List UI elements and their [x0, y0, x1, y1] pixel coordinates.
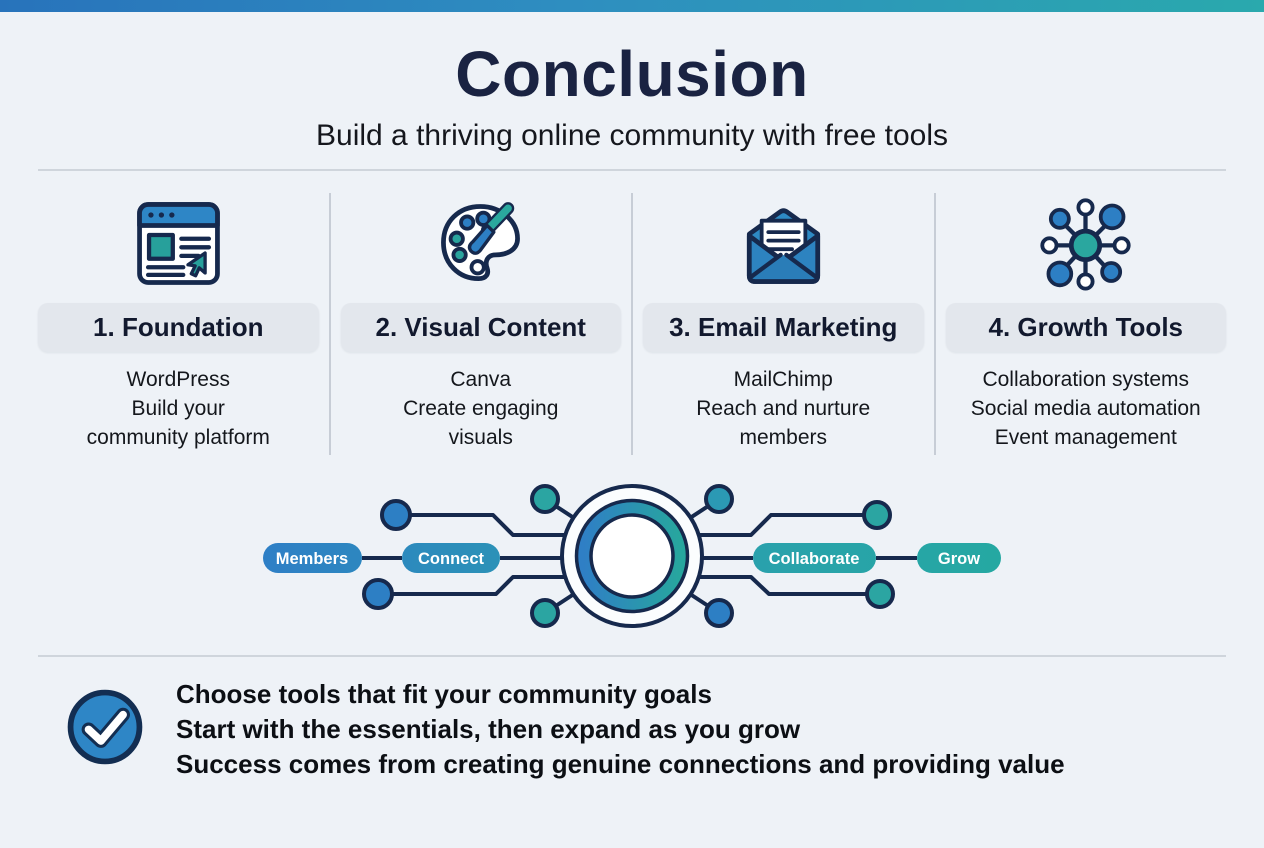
flow-labels: Members Connect Collaborate Grow [263, 542, 1001, 573]
tool-line: members [739, 425, 828, 449]
tool-name: Canva [450, 367, 512, 391]
footer-divider [38, 654, 1226, 657]
key-takeaways: Choose tools that fit your community goa… [0, 657, 1264, 782]
grow-label: Grow [938, 550, 980, 568]
tool-line: Event management [994, 425, 1177, 449]
column-description: Collaboration systems Social media autom… [936, 365, 1237, 452]
column-foundation: 1. Foundation WordPress Build your commu… [28, 193, 329, 455]
tool-line: Collaboration systems [982, 367, 1190, 391]
members-label: Members [276, 550, 348, 568]
checkmark-icon [64, 686, 146, 773]
column-email-marketing: 3. Email Marketing MailChimp Reach and n… [631, 192, 934, 455]
palette-icon [331, 193, 632, 295]
members-pill [263, 542, 362, 573]
takeaway-line: Start with the essentials, then expand a… [176, 713, 801, 744]
tools-columns: 1. Foundation WordPress Build your commu… [28, 192, 1237, 455]
top-accent-bar [0, 0, 1264, 12]
tool-line: community platform [86, 425, 270, 449]
tool-line: Reach and nurture [696, 396, 871, 420]
tool-name: WordPress [126, 367, 230, 391]
connect-pill [402, 542, 500, 573]
tool-line: Social media automation [970, 396, 1201, 420]
column-title-badge: 1. Foundation [38, 302, 319, 352]
column-growth-tools: 4. Growth Tools Collaboration systems So… [933, 192, 1237, 455]
collaborate-pill [753, 542, 876, 573]
tool-line: Create engaging [403, 396, 559, 420]
central-hub-ring [560, 483, 704, 628]
community-flow-diagram: Members Connect Collaborate Grow [0, 466, 1264, 651]
column-title-badge: 3. Email Marketing [643, 302, 924, 352]
header-divider [38, 168, 1226, 171]
grow-pill [917, 542, 1001, 573]
network-icon [936, 193, 1237, 295]
slide-header: Conclusion Build a thriving online commu… [0, 12, 1264, 154]
connect-label: Connect [418, 550, 485, 568]
takeaway-line: Choose tools that fit your community goa… [176, 678, 712, 709]
takeaway-line: Success comes from creating genuine conn… [176, 748, 1065, 779]
column-title-badge: 4. Growth Tools [945, 302, 1226, 352]
page-title: Conclusion [455, 38, 809, 110]
column-description: WordPress Build your community platform [28, 365, 329, 452]
tool-name: MailChimp [733, 367, 833, 391]
email-icon [633, 193, 934, 295]
column-description: MailChimp Reach and nurture members [633, 365, 934, 452]
browser-window-icon [28, 193, 329, 295]
page-subtitle: Build a thriving online community with f… [316, 118, 948, 152]
collaborate-label: Collaborate [769, 550, 860, 568]
column-description: Canva Create engaging visuals [331, 365, 632, 452]
takeaway-text: Choose tools that fit your community goa… [176, 677, 1065, 782]
tool-line: visuals [448, 425, 513, 449]
column-visual-content: 2. Visual Content Canva Create engaging … [328, 192, 632, 455]
tool-line: Build your [131, 396, 225, 420]
column-title-badge: 2. Visual Content [340, 302, 621, 352]
network-nodes [362, 483, 895, 628]
